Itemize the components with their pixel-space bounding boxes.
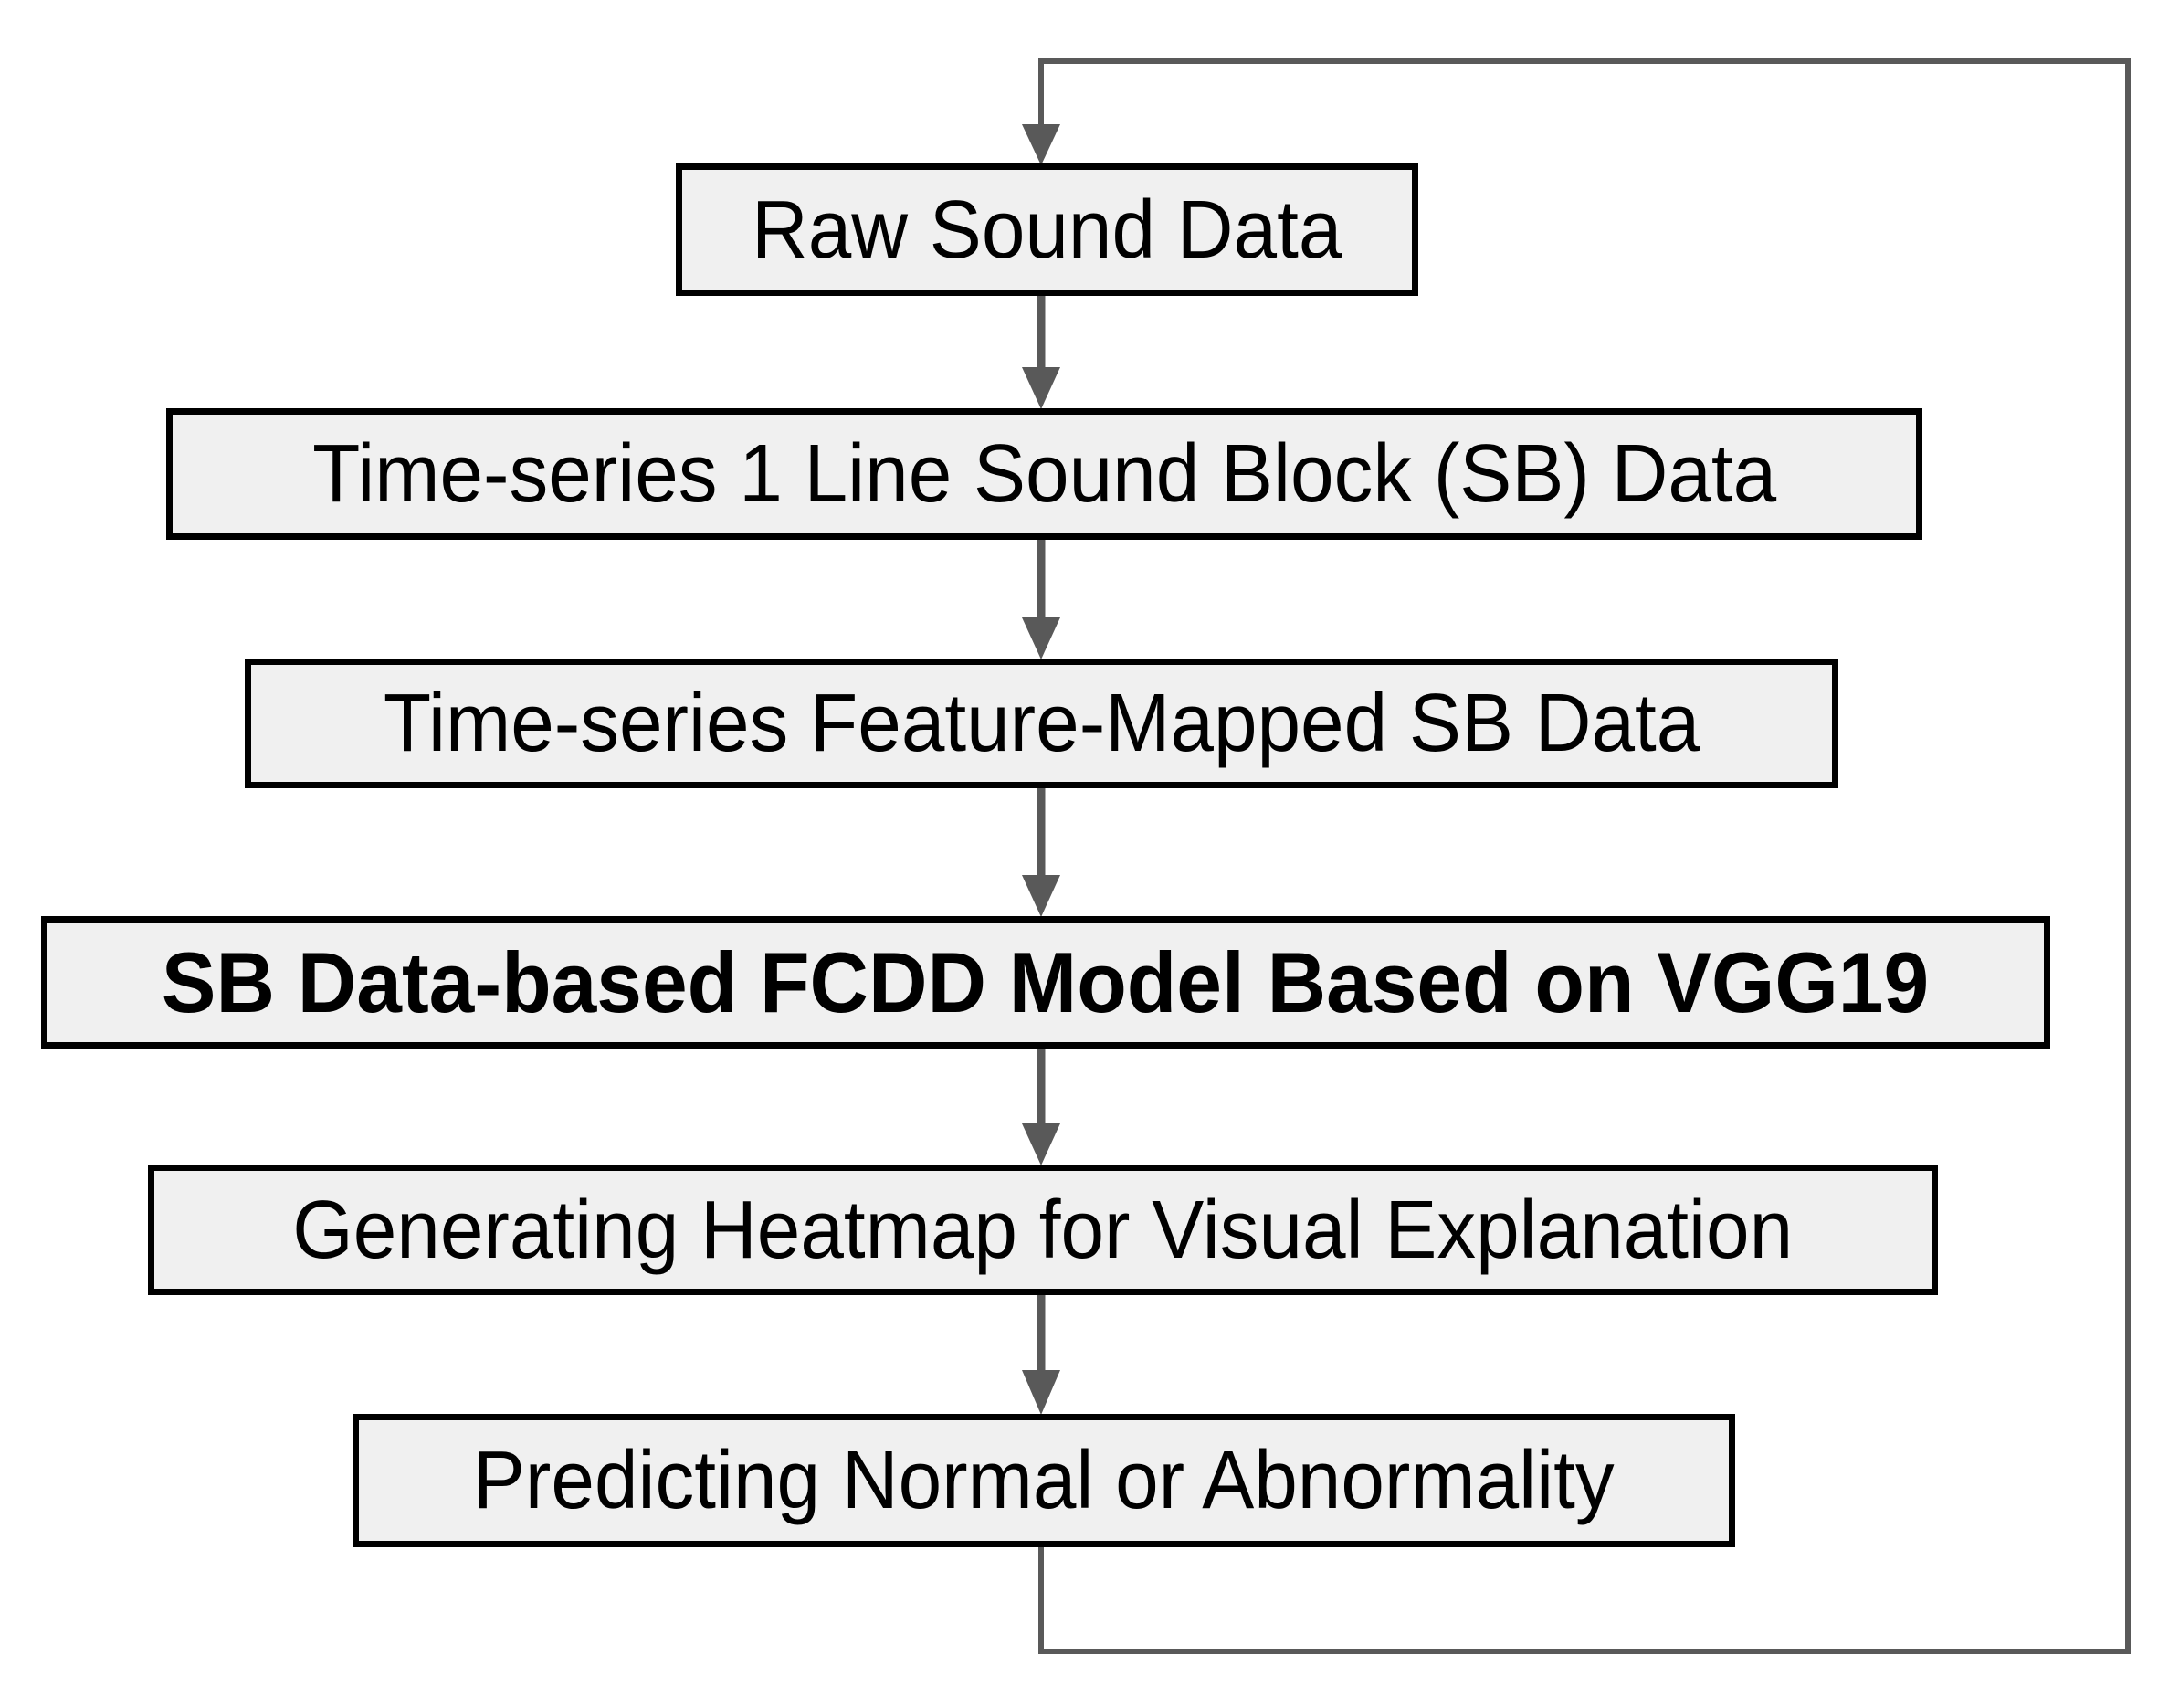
connector-1-arrowhead-icon bbox=[1022, 367, 1060, 409]
flow-node-label: Generating Heatmap for Visual Explanatio… bbox=[292, 1184, 1794, 1276]
flow-node-label: SB Data-based FCDD Model Based on VGG19 bbox=[162, 933, 1930, 1030]
connector-2-arrowhead-icon bbox=[1022, 617, 1060, 659]
flow-node-heatmap: Generating Heatmap for Visual Explanatio… bbox=[148, 1165, 1938, 1295]
connector-3-arrowhead-icon bbox=[1022, 875, 1060, 917]
flow-node-feature-mapped-sb: Time-series Feature-Mapped SB Data bbox=[245, 659, 1838, 788]
flow-node-fcdd-model: SB Data-based FCDD Model Based on VGG19 bbox=[41, 916, 2050, 1049]
feedback-loop-arrowhead-icon bbox=[1022, 124, 1060, 165]
flow-node-raw-sound-data: Raw Sound Data bbox=[676, 163, 1418, 296]
flow-node-prediction: Predicting Normal or Abnormality bbox=[353, 1414, 1735, 1547]
connector-5-arrowhead-icon bbox=[1022, 1370, 1060, 1415]
connector-4-arrowhead-icon bbox=[1022, 1123, 1060, 1165]
flow-node-label: Predicting Normal or Abnormality bbox=[473, 1435, 1615, 1526]
flow-node-label: Raw Sound Data bbox=[752, 184, 1342, 276]
feedback-loop-line bbox=[1038, 58, 2131, 1654]
flow-node-label: Time-series Feature-Mapped SB Data bbox=[383, 678, 1700, 769]
flow-node-label: Time-series 1 Line Sound Block (SB) Data bbox=[311, 428, 1777, 520]
flow-node-sb-data: Time-series 1 Line Sound Block (SB) Data bbox=[166, 408, 1922, 540]
